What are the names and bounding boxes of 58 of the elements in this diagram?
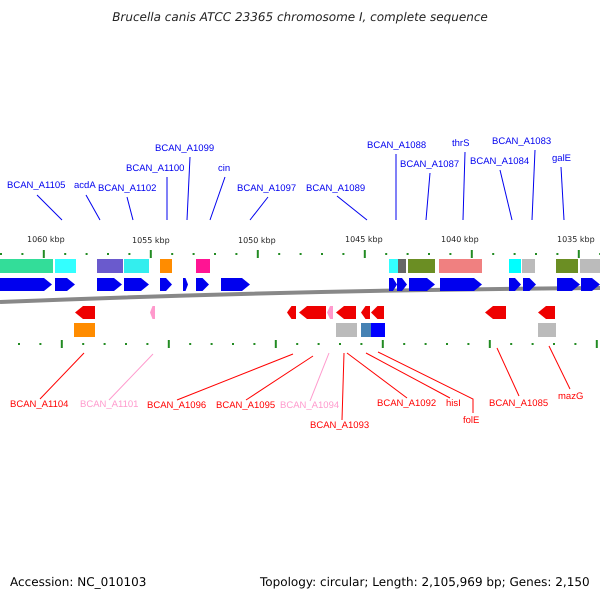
leader-line xyxy=(126,196,134,220)
scale-label: 1055 kbp xyxy=(132,237,170,245)
gene-label: BCAN_A1097 xyxy=(237,184,296,194)
gene-label: BCAN_A1089 xyxy=(306,184,366,194)
leader-line xyxy=(560,166,564,220)
gene-label: BCAN_A1102 xyxy=(98,184,156,194)
gene-label: BCAN_A1096 xyxy=(147,401,206,410)
leader-line xyxy=(310,352,330,402)
leader-line xyxy=(378,352,474,414)
leader-line xyxy=(166,176,168,220)
leader-line xyxy=(346,352,408,398)
leader-line xyxy=(366,352,450,398)
scale-label: 1040 kbp xyxy=(441,236,479,244)
accession-text: Accession: NC_010103 xyxy=(10,576,146,588)
gene-label: mazG xyxy=(558,392,584,402)
gene-label: BCAN_A1088 xyxy=(367,141,426,150)
gene-label: BCAN_A1094 xyxy=(280,401,340,410)
scale-label: 1050 kbp xyxy=(238,237,276,245)
leader-line xyxy=(186,156,190,220)
scale-label: 1035 kbp xyxy=(557,236,595,244)
leader-line xyxy=(210,176,226,220)
gene-label: galE xyxy=(552,154,572,164)
scale-label: 1060 kbp xyxy=(27,236,65,244)
gene-label: acdA xyxy=(74,181,96,190)
leader-line xyxy=(336,196,368,220)
leader-line xyxy=(500,170,512,220)
leader-line xyxy=(250,196,268,220)
leader-line xyxy=(548,346,570,390)
leader-line xyxy=(342,352,344,420)
leader-line xyxy=(176,354,294,400)
scale-label: 1045 kbp xyxy=(345,236,383,244)
leader-line xyxy=(40,352,84,400)
gene-label: BCAN_A1104 xyxy=(10,400,68,410)
leader-line xyxy=(36,194,62,220)
gene-label: BCAN_A1095 xyxy=(216,401,276,410)
gene-label: BCAN_A1099 xyxy=(155,144,214,154)
topology-text: Topology: circular; Length: 2,105,969 bp; Genes: 2,150 xyxy=(260,576,590,588)
gene-label: thrS xyxy=(452,139,470,148)
leader-line xyxy=(532,150,536,220)
gene-label: BCAN_A1105 xyxy=(7,181,66,190)
gene-label: BCAN_A1087 xyxy=(400,160,460,170)
diagram-title: Brucella canis ATCC 23365 chromosome I, complete sequence xyxy=(112,11,488,23)
gene-label: BCAN_A1093 xyxy=(310,421,370,430)
leader-line xyxy=(462,152,466,220)
gene-label: BCAN_A1101 xyxy=(80,400,138,410)
gene-label: BCAN_A1092 xyxy=(377,399,436,408)
leader-line xyxy=(246,356,314,400)
leader-line xyxy=(86,194,100,220)
leader-line xyxy=(496,348,520,396)
gene-label: cin xyxy=(218,164,230,174)
leader-line xyxy=(108,354,154,400)
leader-line xyxy=(426,172,430,220)
gene-label: BCAN_A1084 xyxy=(470,157,530,166)
gene-label: folE xyxy=(463,416,480,426)
gene-label: BCAN_A1085 xyxy=(489,399,548,408)
gene-label: hisI xyxy=(446,399,461,408)
gene-label: BCAN_A1100 xyxy=(126,164,184,174)
gene-label: BCAN_A1083 xyxy=(492,137,552,146)
